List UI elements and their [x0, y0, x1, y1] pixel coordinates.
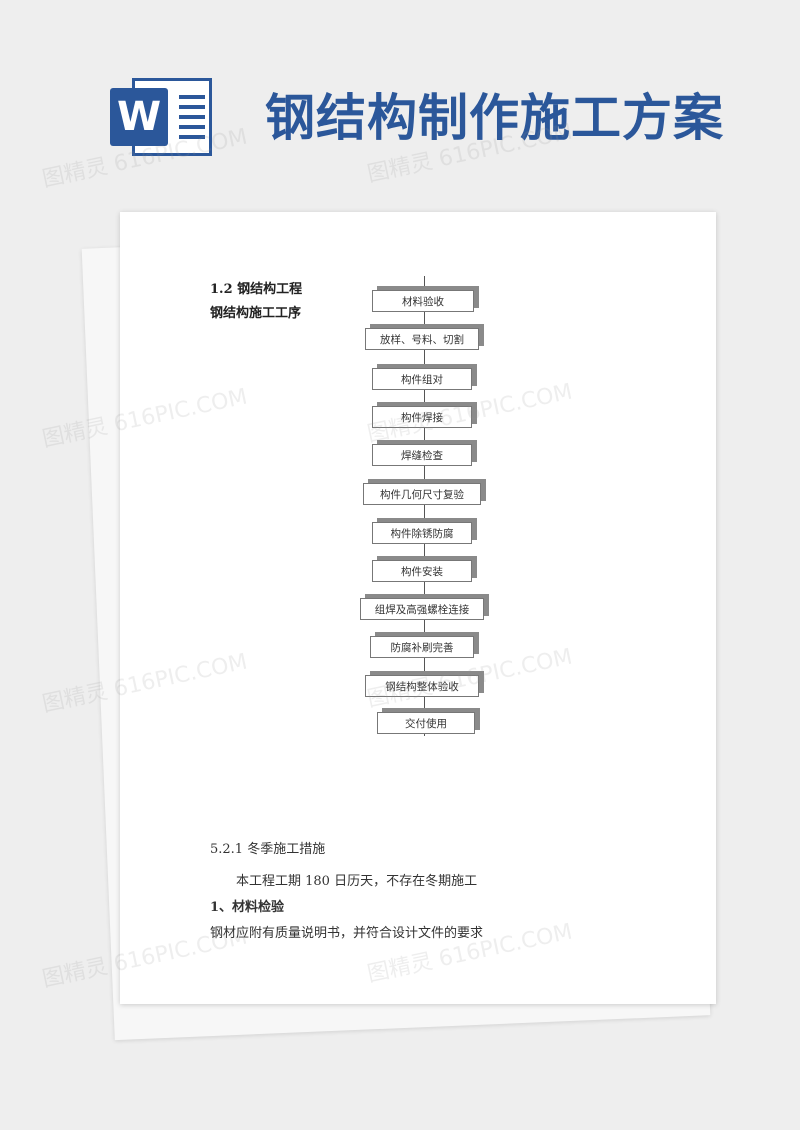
- sub-heading: 钢结构施工工序: [210, 306, 302, 321]
- flow-step: 构件焊接: [372, 406, 472, 428]
- flow-step: 钢结构整体验收: [365, 675, 479, 697]
- word-document-icon: W: [110, 78, 214, 156]
- flow-step: 防腐补刷完善: [370, 636, 474, 658]
- flow-step: 构件组对: [372, 368, 472, 390]
- page-title: 钢结构制作施工方案: [265, 88, 724, 147]
- flow-step: 交付使用: [377, 712, 475, 734]
- flow-step: 构件安装: [372, 560, 472, 582]
- word-letter-badge: W: [110, 88, 168, 146]
- flow-step: 构件几何尺寸复验: [363, 483, 481, 505]
- section-heading: 1.2 钢结构工程: [210, 282, 303, 297]
- flow-step: 材料验收: [372, 290, 474, 312]
- flowchart-connector: [424, 276, 425, 736]
- winter-measures-text: 本工程工期 180 日历天，不存在冬期施工: [236, 874, 478, 889]
- material-inspection-text: 钢材应附有质量说明书，并符合设计文件的要求: [210, 926, 484, 941]
- flow-step: 组焊及高强螺栓连接: [360, 598, 484, 620]
- winter-measures-heading: 5.2.1 冬季施工措施: [210, 842, 326, 857]
- flow-step: 焊缝检查: [372, 444, 472, 466]
- flow-step: 放样、号料、切割: [365, 328, 479, 350]
- material-inspection-heading: 1、材料检验: [210, 900, 285, 915]
- flow-step: 构件除锈防腐: [372, 522, 472, 544]
